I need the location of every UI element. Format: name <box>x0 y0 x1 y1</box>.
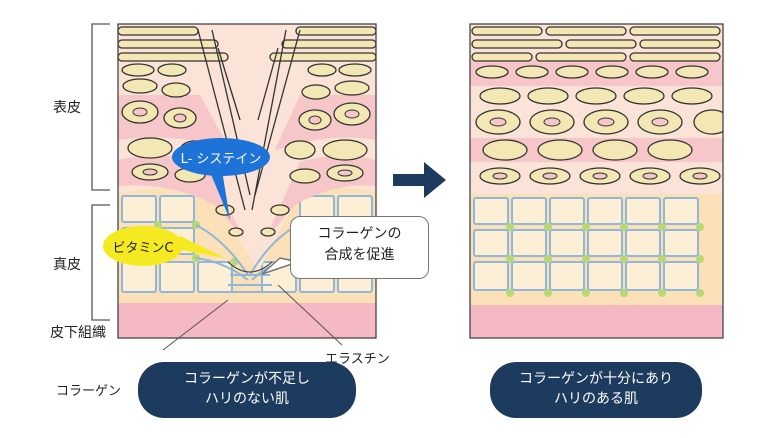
l-cysteine-bubble: L- システイン <box>172 138 270 176</box>
vitamin-c-bubble: ビタミンC <box>103 226 183 266</box>
right-skin-panel <box>470 24 723 338</box>
vitamin-c-tail <box>170 236 225 258</box>
label-epidermis: 表皮 <box>53 100 81 116</box>
caption-right-line-2: ハリのある肌 <box>554 391 638 407</box>
arrow-right-icon <box>393 162 446 198</box>
caption-left: コラーゲンが不足し ハリのない肌 <box>138 362 356 418</box>
label-dermis: 真皮 <box>53 257 81 273</box>
caption-left-line-2: ハリのない肌 <box>205 391 289 407</box>
caption-right: コラーゲンが十分にあり ハリのある肌 <box>490 362 702 418</box>
label-collagen: コラーゲン <box>56 384 122 399</box>
bracket-lines <box>91 23 110 321</box>
collagen-synthesis-box: コラーゲンの 合成を促進 <box>290 216 429 279</box>
promote-line-1: コラーゲンの <box>317 226 402 242</box>
promote-line-2: 合成を促進 <box>324 247 395 263</box>
promote-tail <box>261 257 301 275</box>
caption-right-line-1: コラーゲンが十分にあり <box>519 371 673 387</box>
caption-left-line-1: コラーゲンが不足し <box>184 371 310 387</box>
left-skin-panel <box>118 24 376 338</box>
label-subcutaneous: 皮下組織 <box>50 325 106 341</box>
label-elastin: エラスチン <box>325 352 390 367</box>
